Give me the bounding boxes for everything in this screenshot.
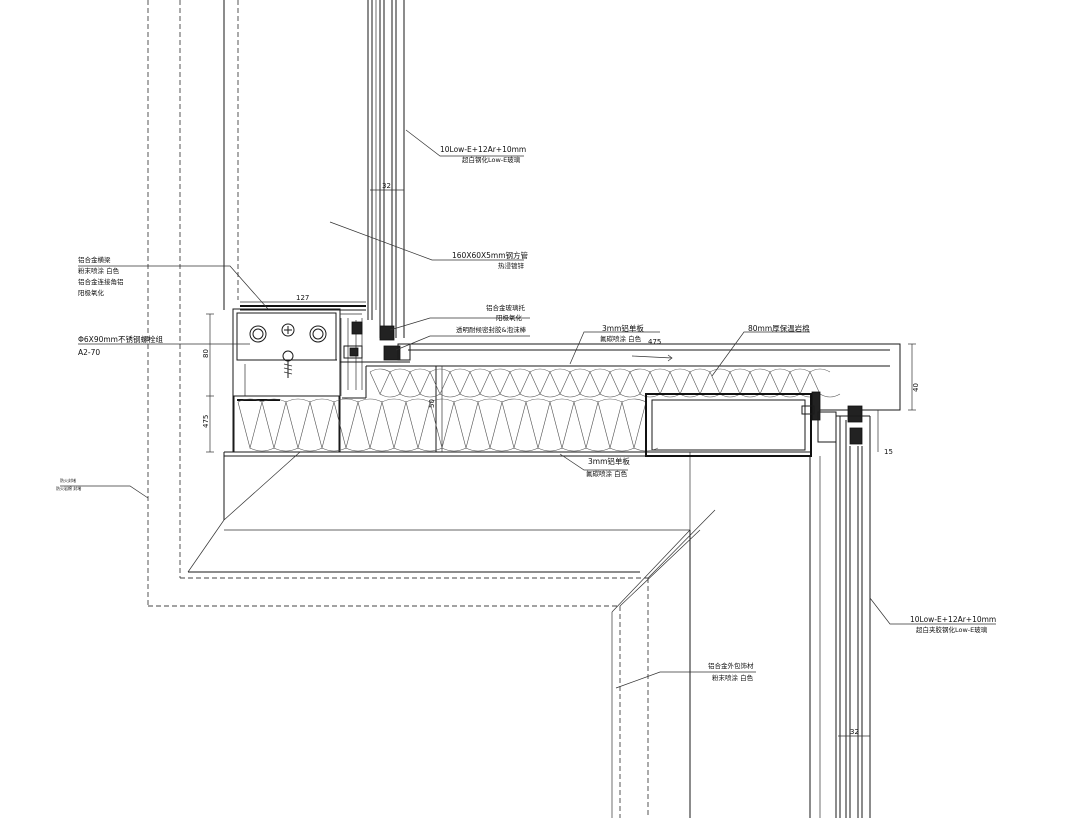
upper-glass-unit bbox=[367, 0, 405, 338]
dim-50: 50 bbox=[428, 399, 436, 408]
label-panel-bottom-1: 3mm铝单板 bbox=[588, 456, 630, 466]
structure-outlines bbox=[147, 0, 821, 818]
label-panel-top-1: 3mm铝单板 bbox=[602, 323, 644, 333]
dim-40: 40 bbox=[912, 383, 920, 392]
label-alu-transom-3: 铝合金连接角铝 bbox=[78, 277, 124, 286]
dim-127: 127 bbox=[296, 294, 309, 302]
dim-15: 15 bbox=[884, 448, 893, 456]
label-glass-right-2: 超白夹胶钢化Low-E玻璃 bbox=[916, 625, 988, 634]
label-rockwool: 80mm厚保温岩棉 bbox=[748, 323, 810, 333]
label-panel-bottom-2: 氟碳喷涂 白色 bbox=[586, 469, 628, 478]
label-tiny-1: 防火封堵 bbox=[60, 477, 76, 483]
label-glass-holder-1: 铝合金玻璃托 bbox=[486, 303, 526, 312]
dimension-texts: 32 127 80 475 50 40 15 32 bbox=[202, 182, 920, 736]
label-alu-transom-2: 粉末喷涂 白色 bbox=[78, 266, 120, 275]
right-glass-unit bbox=[801, 391, 871, 818]
alu-transom-profile bbox=[232, 305, 411, 453]
label-tiny-2: 防火岩棉 封堵 bbox=[56, 485, 81, 491]
label-glass-holder-2: 阳极氧化 bbox=[496, 313, 523, 322]
label-cladding-1: 铝合金外包饰材 bbox=[708, 661, 754, 670]
dim-32-bottom: 32 bbox=[850, 728, 859, 736]
label-glass-top-2: 超白钢化Low-E玻璃 bbox=[462, 155, 521, 164]
steel-tube bbox=[645, 393, 812, 457]
dim-80: 80 bbox=[202, 349, 210, 358]
leader-lines bbox=[60, 129, 996, 689]
rockwool-insulation bbox=[237, 368, 841, 452]
dimension-lines bbox=[206, 189, 916, 737]
annotation-texts: 10Low-E+12Ar+10mm 超白钢化Low-E玻璃 160X60X5mm… bbox=[56, 145, 996, 682]
label-bolt-1: Φ6X90mm不锈钢螺栓组 bbox=[78, 334, 163, 344]
label-cladding-2: 粉末喷涂 白色 bbox=[712, 673, 754, 682]
label-alu-transom-1: 铝合金横梁 bbox=[78, 255, 111, 264]
label-glass-right-1: 10Low-E+12Ar+10mm bbox=[910, 615, 996, 624]
label-steel-tube-2: 热浸镀锌 bbox=[498, 261, 525, 270]
label-alu-transom-4: 阳极氧化 bbox=[78, 288, 105, 297]
dim-475-left: 475 bbox=[202, 415, 210, 428]
label-panel-top-2: 氟碳喷涂 白色 bbox=[600, 334, 642, 343]
label-glass-top-1: 10Low-E+12Ar+10mm bbox=[440, 145, 526, 154]
dim-32-top: 32 bbox=[382, 182, 391, 190]
label-sealant: 透明耐候密封胶&泡沫棒 bbox=[456, 325, 527, 334]
label-slope: 475 bbox=[648, 338, 661, 346]
label-steel-tube-1: 160X60X5mm钢方管 bbox=[452, 250, 529, 260]
label-bolt-2: A2-70 bbox=[78, 348, 100, 357]
